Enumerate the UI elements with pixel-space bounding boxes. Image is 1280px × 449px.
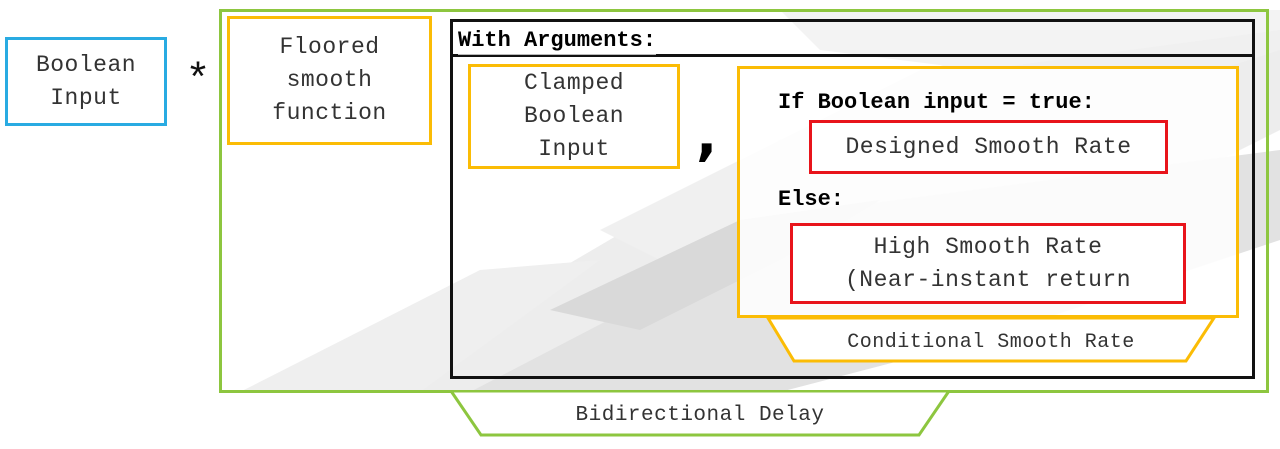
designed-smooth-rate-box: Designed Smooth Rate (809, 120, 1168, 174)
floored-smooth-function-box: Floored smooth function (227, 16, 432, 145)
else-clause-label: Else: (778, 187, 845, 212)
high-smooth-rate-box: High Smooth Rate (Near-instant return (790, 223, 1186, 304)
bidirectional-delay-label: Bidirectional Delay (575, 403, 825, 427)
bidirectional-delay-tab (449, 390, 951, 437)
with-arguments-header-divider (450, 54, 1255, 57)
conditional-smooth-rate-label: Conditional Smooth Rate (847, 330, 1135, 354)
boolean-input-line-1: Boolean (35, 51, 137, 78)
floored-line-3: function (272, 100, 387, 126)
if-clause-label: If Boolean input = true: (778, 90, 1095, 115)
floored-line-1: Floored (279, 34, 380, 60)
clamped-line-2: Boolean (523, 103, 625, 129)
floored-line-2: smooth (286, 67, 373, 93)
high-rate-line-1: High Smooth Rate (873, 233, 1103, 260)
conditional-smooth-rate-tab (766, 316, 1216, 363)
boolean-input-box: Boolean Input (5, 37, 167, 126)
with-arguments-box (450, 19, 1255, 379)
clamped-line-1: Clamped (523, 70, 625, 96)
clamped-boolean-input-box: Clamped Boolean Input (468, 64, 680, 169)
multiply-operator: * (185, 57, 211, 105)
argument-separator-comma: , (696, 103, 718, 168)
high-rate-line-2: (Near-instant return (844, 266, 1132, 293)
clamped-line-3: Input (538, 136, 610, 162)
with-arguments-title: With Arguments: (458, 27, 657, 55)
boolean-input-line-2: Input (50, 84, 122, 111)
